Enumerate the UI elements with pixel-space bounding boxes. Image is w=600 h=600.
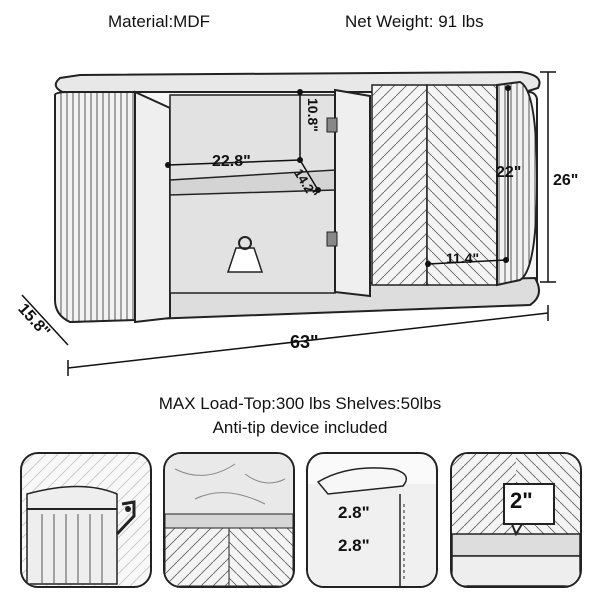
detail-panel-thickness	[450, 452, 582, 588]
sideboard-drawing	[21, 70, 556, 376]
upper-height-label: 10.8"	[305, 98, 321, 132]
width-label: 63"	[290, 332, 319, 352]
detail-marble-top	[163, 452, 295, 588]
interior-width-label: 22.8"	[212, 153, 251, 170]
weight-icon	[226, 247, 264, 273]
interior-height-label: 22"	[496, 164, 522, 181]
panel-size-label: 2"	[510, 488, 533, 513]
detail-anti-tip-strap	[20, 452, 152, 588]
detail-shelf-spacing	[306, 452, 438, 588]
door-panel-label: 11.4"	[446, 250, 480, 266]
height-label: 26"	[553, 172, 579, 189]
spacing-top-label: 2.8"	[338, 503, 370, 522]
spacing-bottom-label: 2.8"	[338, 536, 370, 555]
net-weight-spec: Net Weight: 91 lbs	[345, 12, 484, 31]
material-spec: Material:MDF	[108, 12, 211, 31]
load-capacity-text: MAX Load-Top:300 lbs Shelves:50lbs	[158, 394, 442, 413]
anti-tip-text: Anti-tip device included	[212, 418, 388, 437]
hand-icon	[316, 467, 408, 495]
